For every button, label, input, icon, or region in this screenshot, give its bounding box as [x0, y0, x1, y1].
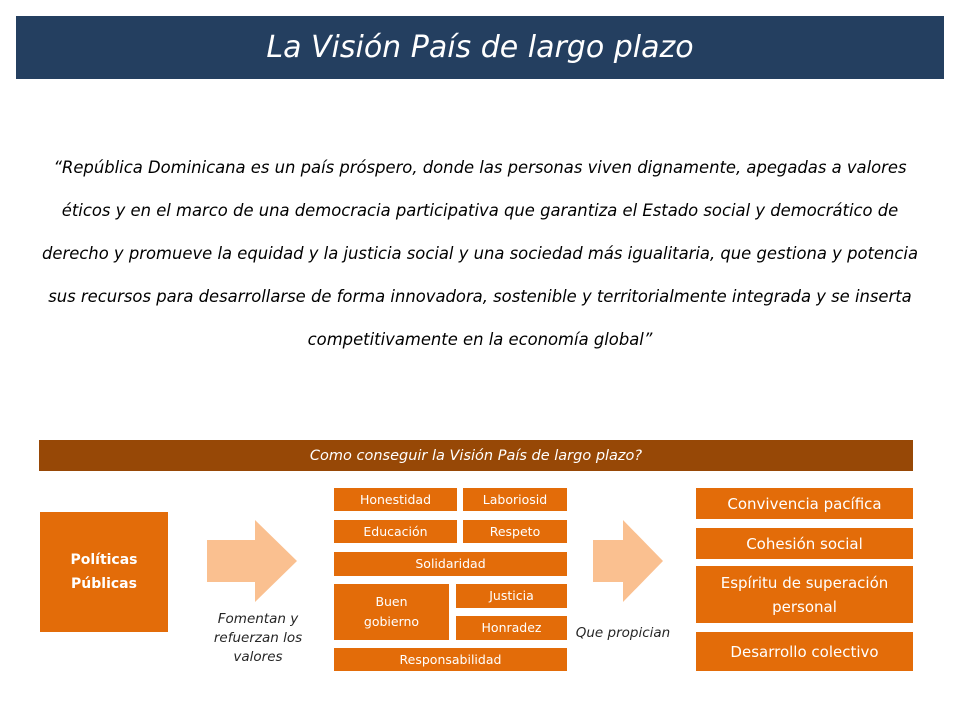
fomentan-caption: Fomentan y refuerzan los valores: [193, 610, 323, 667]
vision-quote: “República Dominicana es un país prósper…: [41, 158, 919, 349]
right-arrow-shape: [593, 520, 663, 602]
buen-gobierno-line1: Buen: [375, 594, 408, 609]
value-justicia: Justicia: [456, 584, 567, 608]
value-educacion: Educación: [334, 520, 457, 543]
question-banner: Como conseguir la Visión País de largo p…: [39, 440, 913, 471]
que-propician-caption: Que propician: [575, 625, 671, 641]
outcome-convivencia: Convivencia pacífica: [696, 488, 913, 519]
buen-gobierno-line2: gobierno: [363, 614, 420, 629]
value-honradez: Honradez: [456, 616, 567, 640]
outcome-desarrollo: Desarrollo colectivo: [696, 632, 913, 671]
page-title: La Visión País de largo plazo: [266, 30, 694, 65]
right-arrow-icon: [593, 520, 663, 602]
espiritu-line1: Espíritu de superación: [720, 573, 889, 592]
value-respeto: Respeto: [463, 520, 567, 543]
publicas-label: Públicas: [71, 576, 137, 592]
question-banner-text: Como conseguir la Visión País de largo p…: [309, 447, 643, 464]
right-arrow-shape: [207, 520, 297, 602]
value-solidaridad: Solidaridad: [334, 552, 567, 576]
fomentan-caption-line2: refuerzan los: [213, 630, 303, 646]
outcome-cohesion: Cohesión social: [696, 528, 913, 559]
value-honestidad: Honestidad: [334, 488, 457, 511]
value-responsabilidad: Responsabilidad: [334, 648, 567, 671]
politicas-publicas-box: Políticas Públicas: [40, 512, 168, 632]
outcome-espiritu: Espíritu de superación personal: [696, 566, 913, 623]
right-arrow-icon: [207, 520, 297, 602]
espiritu-line2: personal: [772, 597, 837, 616]
fomentan-caption-line1: Fomentan y: [217, 611, 299, 627]
fomentan-caption-line3: valores: [233, 649, 283, 665]
title-bar: La Visión País de largo plazo: [16, 16, 944, 79]
politicas-label: Políticas: [70, 552, 138, 568]
value-laboriosid: Laboriosid: [463, 488, 567, 511]
value-buen-gobierno: Buen gobierno: [334, 584, 449, 640]
